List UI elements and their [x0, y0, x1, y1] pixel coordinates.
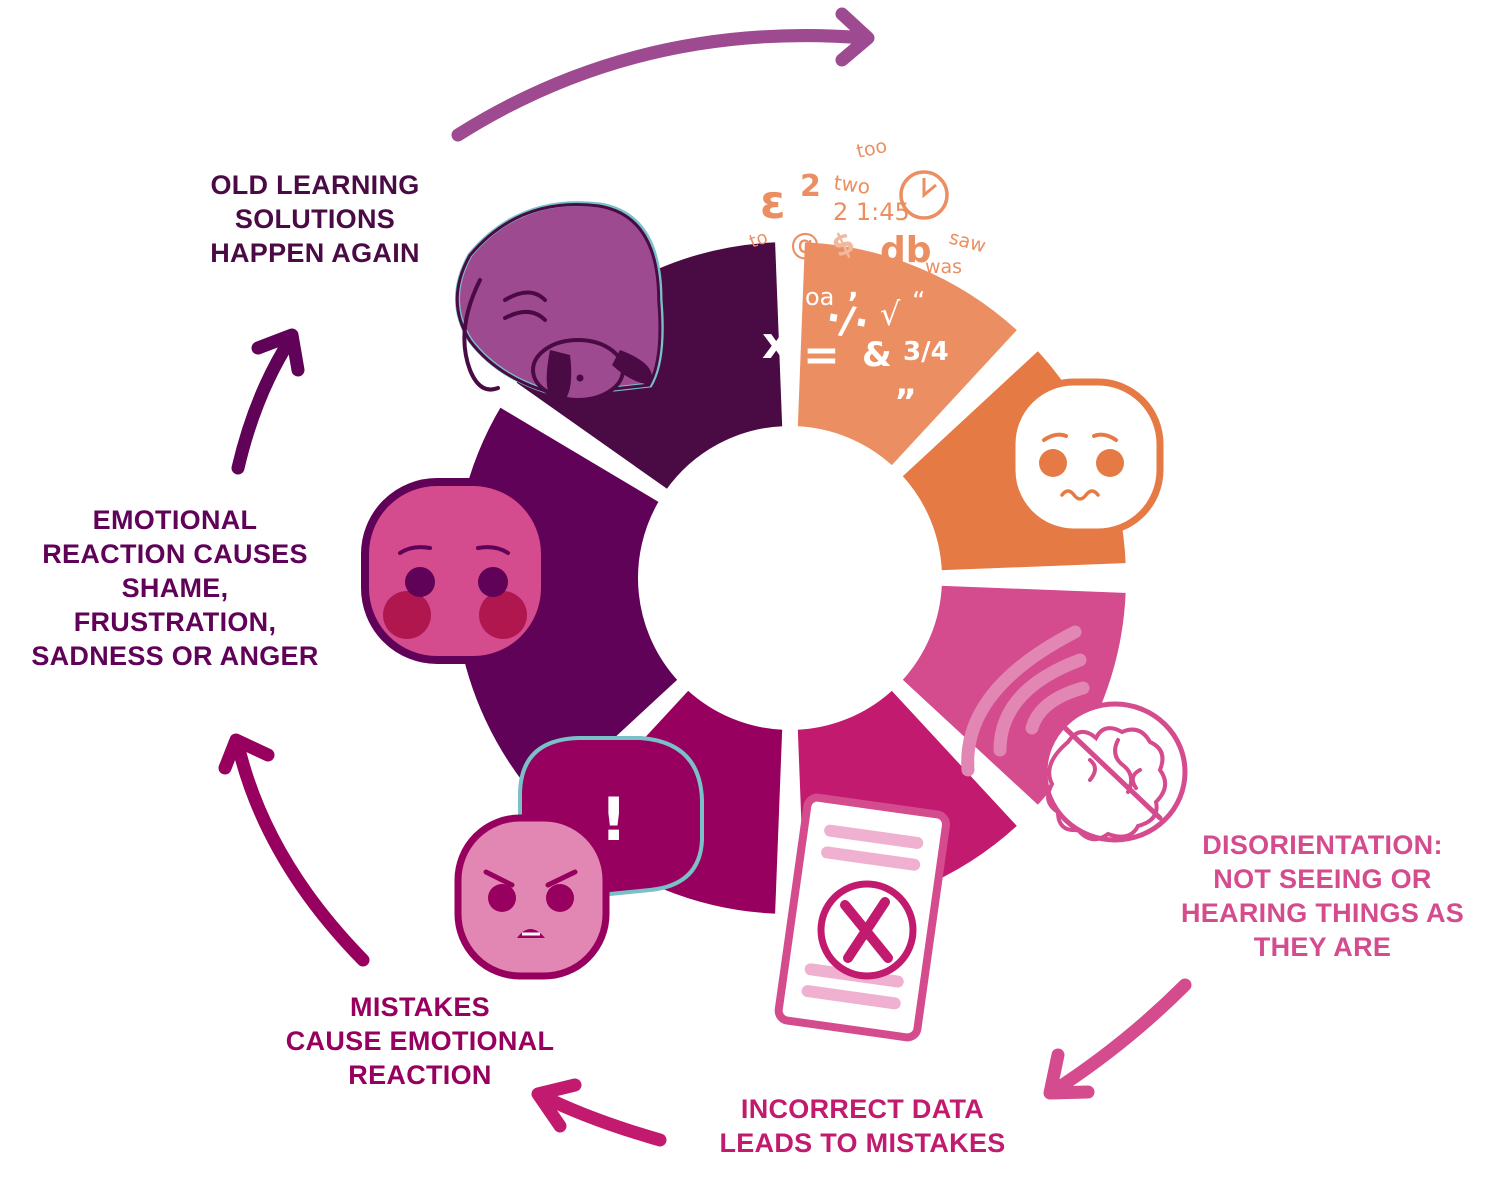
symbol-quote-close: „: [895, 364, 917, 404]
cycle-arrow-right: [1045, 978, 1192, 1099]
sad-face-icon: [361, 478, 549, 664]
symbol-at: @: [790, 227, 820, 262]
symbol-db: db: [880, 230, 932, 271]
symbol-saw: saw: [947, 227, 989, 258]
soundwave-icon: [961, 625, 1090, 777]
label-emotional-reaction: EMOTIONAL REACTION CAUSES SHAME, FRUSTRA…: [31, 505, 319, 671]
cycle-arrow-lower-left: [231, 738, 370, 967]
symbol-equals: =: [803, 330, 840, 381]
worried-face-icon: [1008, 378, 1164, 536]
symbol-two: two: [832, 170, 871, 199]
symbol-epsilon: ε: [760, 175, 786, 229]
symbol-squared: 2: [800, 169, 821, 204]
ring-segment-scrambled-symbols: [793, 238, 1022, 470]
cycle-arrow-bottom: [533, 1088, 667, 1147]
cycle-arrow-upper-left: [231, 333, 297, 475]
rejected-document-icon: [774, 793, 951, 1042]
label-mistakes: MISTAKES CAUSE EMOTIONAL REACTION: [285, 992, 555, 1090]
clock-icon: [899, 170, 949, 220]
symbol-quote-open: “: [912, 287, 925, 317]
symbol-scribble: oa: [805, 283, 834, 311]
angry-face-icon: [454, 814, 610, 980]
cycle-arrow-top-head: [835, 7, 875, 67]
label-disorientation: DISORIENTATION: NOT SEEING OR HEARING TH…: [1180, 830, 1465, 962]
symbol-three-quarters: 3/4: [903, 337, 949, 367]
symbol-x: x: [762, 318, 790, 369]
symbol-time: 2 1:45: [833, 198, 910, 226]
cycle-arrow-upper-left-head: [251, 328, 305, 377]
cycle-arrow-lower-left-head: [218, 733, 275, 775]
symbol-ampersand: &: [862, 335, 892, 375]
symbol-comma: ,: [848, 271, 859, 304]
symbol-divide: ·/·: [823, 295, 873, 346]
symbol-sqrt: √: [880, 295, 901, 333]
symbol-question: ¿: [780, 269, 803, 315]
brain-icon: [1042, 701, 1188, 843]
cycle-arrow-right-head: [1043, 1048, 1095, 1100]
ring-center: [644, 432, 936, 724]
cycle-arrow-bottom-head: [531, 1078, 582, 1133]
label-old-learning: OLD LEARNING SOLUTIONS HAPPEN AGAIN: [210, 170, 420, 268]
cycle-arrow-top: [451, 29, 872, 142]
x-circle-icon: [817, 880, 917, 980]
symbol-was: was: [925, 256, 962, 278]
sleeping-dog-icon: [455, 201, 664, 405]
label-incorrect-data: INCORRECT DATA LEADS TO MISTAKES: [719, 1094, 1006, 1158]
symbol-too: too: [854, 135, 889, 163]
exclamation-mark: !: [600, 785, 627, 855]
